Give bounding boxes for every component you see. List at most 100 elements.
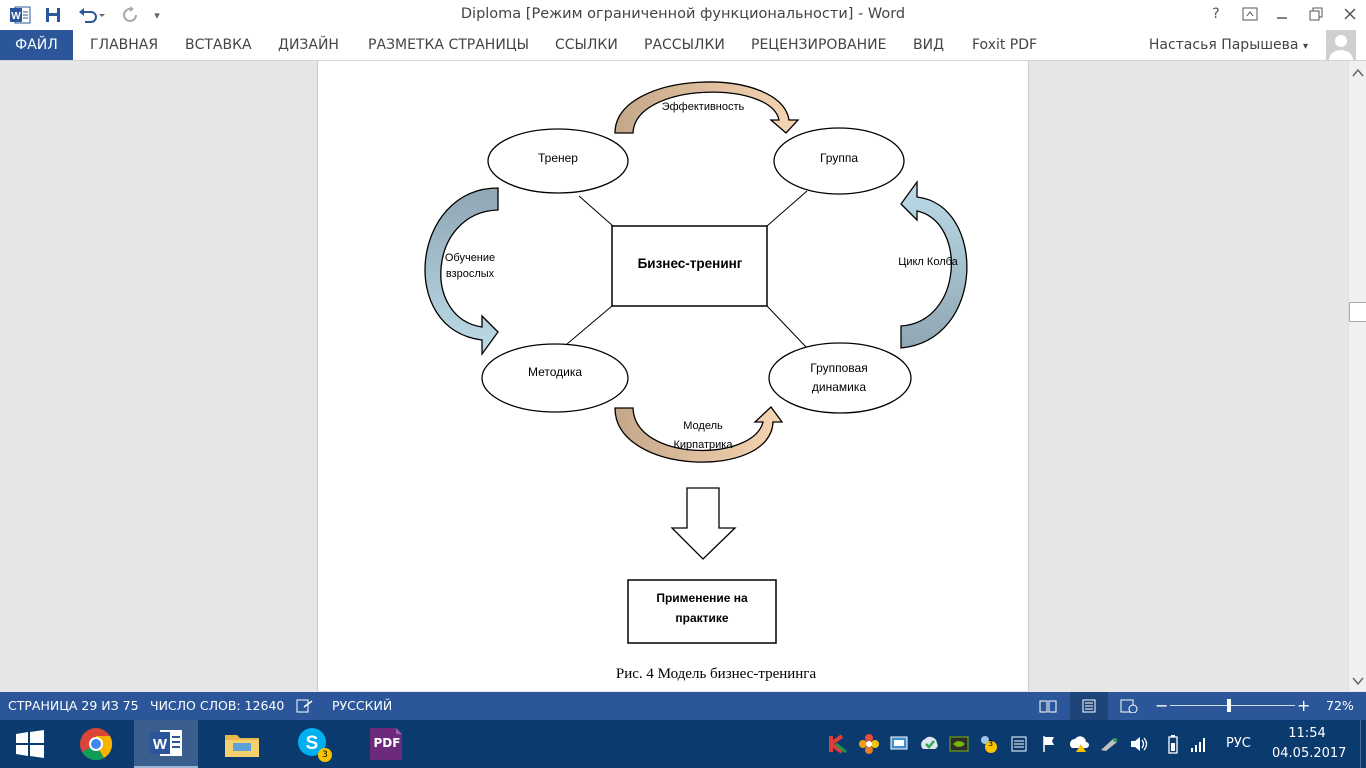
redo-icon[interactable] xyxy=(118,4,142,26)
node-trainer-label: Тренер xyxy=(538,151,578,165)
document-page[interactable]: Бизнес-тренинг Тренер Группа Методика Гр… xyxy=(317,61,1029,691)
usb-device-icon[interactable] xyxy=(1097,732,1121,756)
signal-strength-icon[interactable] xyxy=(1187,732,1211,756)
arrow-label-bottom-line1: Модель xyxy=(683,420,723,432)
arrow-label-left-line1: Обучение xyxy=(445,252,495,264)
clock[interactable]: 11:54 04.05.2017 xyxy=(1272,724,1347,764)
center-label: Бизнес-тренинг xyxy=(638,256,743,271)
ribbon-tabs: ФАЙЛ ГЛАВНАЯ ВСТАВКА ДИЗАЙН РАЗМЕТКА СТР… xyxy=(0,30,1366,61)
read-mode-icon[interactable] xyxy=(1039,692,1057,720)
tab-design[interactable]: ДИЗАЙН xyxy=(278,37,339,53)
tab-page-layout[interactable]: РАЗМЕТКА СТРАНИЦЫ xyxy=(368,37,530,53)
flower-icon[interactable] xyxy=(857,732,881,756)
node-group-dynamics-ellipse xyxy=(768,342,912,414)
curved-arrow-right xyxy=(900,180,968,349)
nvidia-icon[interactable] xyxy=(947,732,971,756)
svg-text:W: W xyxy=(153,736,168,753)
zoom-level[interactable]: 72% xyxy=(1326,698,1354,713)
user-account-name[interactable]: Настасья Парышева ▾ xyxy=(1149,30,1308,60)
curved-arrow-left xyxy=(424,187,499,356)
clock-time: 11:54 xyxy=(1288,726,1326,741)
arrow-label-left-line2: взрослых xyxy=(446,268,495,280)
node-group-dynamics-label-line2: динамика xyxy=(812,380,866,394)
node-method-ellipse xyxy=(481,343,629,413)
result-box xyxy=(627,579,777,644)
tab-references[interactable]: ССЫЛКИ xyxy=(555,37,618,53)
zoom-in-button[interactable]: + xyxy=(1297,696,1311,715)
help-button[interactable]: ? xyxy=(1212,6,1220,22)
title-bar: W ▾ Diploma [Режим ограниченной функцион… xyxy=(0,0,1366,30)
proofing-icon[interactable] xyxy=(296,692,314,720)
vertical-scrollbar[interactable] xyxy=(1348,61,1366,691)
skype-icon[interactable]: S 3 xyxy=(282,720,346,768)
input-language[interactable]: РУС xyxy=(1226,736,1251,751)
center-box xyxy=(611,225,768,307)
save-icon[interactable] xyxy=(42,4,64,26)
restore-button[interactable] xyxy=(1300,2,1332,26)
file-explorer-icon[interactable] xyxy=(210,720,274,768)
node-trainer-ellipse xyxy=(487,128,629,194)
scroll-thumb[interactable] xyxy=(1349,302,1366,322)
result-label-line1: Применение на xyxy=(656,591,748,605)
word-count[interactable]: ЧИСЛО СЛОВ: 12640 xyxy=(150,698,285,713)
clock-date: 04.05.2017 xyxy=(1272,746,1347,761)
document-area: Бизнес-тренинг Тренер Группа Методика Гр… xyxy=(0,61,1348,691)
down-arrow xyxy=(670,487,737,560)
tab-file[interactable]: ФАЙЛ xyxy=(0,30,73,60)
sync-check-icon[interactable] xyxy=(917,732,941,756)
word-logo-icon[interactable]: W xyxy=(8,4,32,26)
page-counter[interactable]: СТРАНИЦА 29 ИЗ 75 xyxy=(8,698,139,713)
foxit-pdf-label: PDF xyxy=(373,736,401,750)
action-center-flag-icon[interactable] xyxy=(1037,732,1061,756)
tasks-icon[interactable] xyxy=(1007,732,1031,756)
window-title: Diploma [Режим ограниченной функциональн… xyxy=(460,6,906,22)
show-desktop-button[interactable] xyxy=(1360,720,1366,768)
tray-badge-count: 3 xyxy=(988,739,994,748)
node-method-label: Методика xyxy=(528,365,582,379)
svg-text:W: W xyxy=(11,11,21,22)
cloud-warning-icon[interactable] xyxy=(1067,732,1091,756)
chrome-icon[interactable] xyxy=(64,720,128,768)
node-group-dynamics-label-line1: Групповая xyxy=(810,361,867,375)
word-taskbar-icon[interactable]: W xyxy=(134,720,198,768)
close-button[interactable] xyxy=(1334,2,1366,26)
node-group-label: Группа xyxy=(820,151,858,165)
curved-arrow-top xyxy=(614,81,800,134)
node-group-ellipse xyxy=(773,127,905,195)
svg-text:S: S xyxy=(306,733,319,754)
user-dropdown-icon: ▾ xyxy=(1302,41,1308,52)
user-name-label: Настасья Парышева xyxy=(1148,37,1299,53)
curved-arrow-bottom xyxy=(614,406,784,463)
zoom-slider[interactable] xyxy=(1170,699,1295,712)
undo-icon[interactable] xyxy=(74,4,110,26)
volume-icon[interactable] xyxy=(1127,732,1151,756)
arrow-label-bottom-line2: Кирпатрика xyxy=(674,439,734,451)
language-status[interactable]: РУССКИЙ xyxy=(332,698,393,713)
kaspersky-icon[interactable] xyxy=(826,732,850,756)
arrow-label-right: Цикл Колба xyxy=(898,256,958,268)
tab-view[interactable]: ВИД xyxy=(913,37,945,53)
web-layout-icon[interactable] xyxy=(1120,692,1138,720)
connector-lines xyxy=(566,190,808,349)
scroll-up-icon[interactable] xyxy=(1351,67,1365,81)
tray-app-badge-icon[interactable]: 3 xyxy=(977,732,1001,756)
figure-caption: Рис. 4 Модель бизнес-тренинга xyxy=(616,666,817,682)
tab-review[interactable]: РЕЦЕНЗИРОВАНИЕ xyxy=(751,37,887,53)
zoom-out-button[interactable]: − xyxy=(1155,696,1169,715)
network-monitor-icon[interactable] xyxy=(887,732,911,756)
zoom-slider-thumb[interactable] xyxy=(1226,699,1231,712)
tab-mailings[interactable]: РАССЫЛКИ xyxy=(644,37,725,53)
tab-insert[interactable]: ВСТАВКА xyxy=(185,37,252,53)
tab-foxit-pdf[interactable]: Foxit PDF xyxy=(972,37,1038,53)
business-training-diagram: Бизнес-тренинг Тренер Группа Методика Гр… xyxy=(424,81,968,682)
customize-toolbar-icon[interactable]: ▾ xyxy=(154,8,160,22)
print-layout-icon[interactable] xyxy=(1070,692,1108,720)
avatar[interactable] xyxy=(1326,30,1356,60)
tab-home[interactable]: ГЛАВНАЯ xyxy=(90,37,159,53)
start-button[interactable] xyxy=(0,720,60,768)
scroll-down-icon[interactable] xyxy=(1351,675,1365,689)
battery-icon[interactable] xyxy=(1161,732,1185,756)
foxit-pdf-icon[interactable]: PDF xyxy=(354,720,418,768)
minimize-button[interactable] xyxy=(1266,2,1298,26)
ribbon-display-options-icon[interactable] xyxy=(1234,2,1266,26)
